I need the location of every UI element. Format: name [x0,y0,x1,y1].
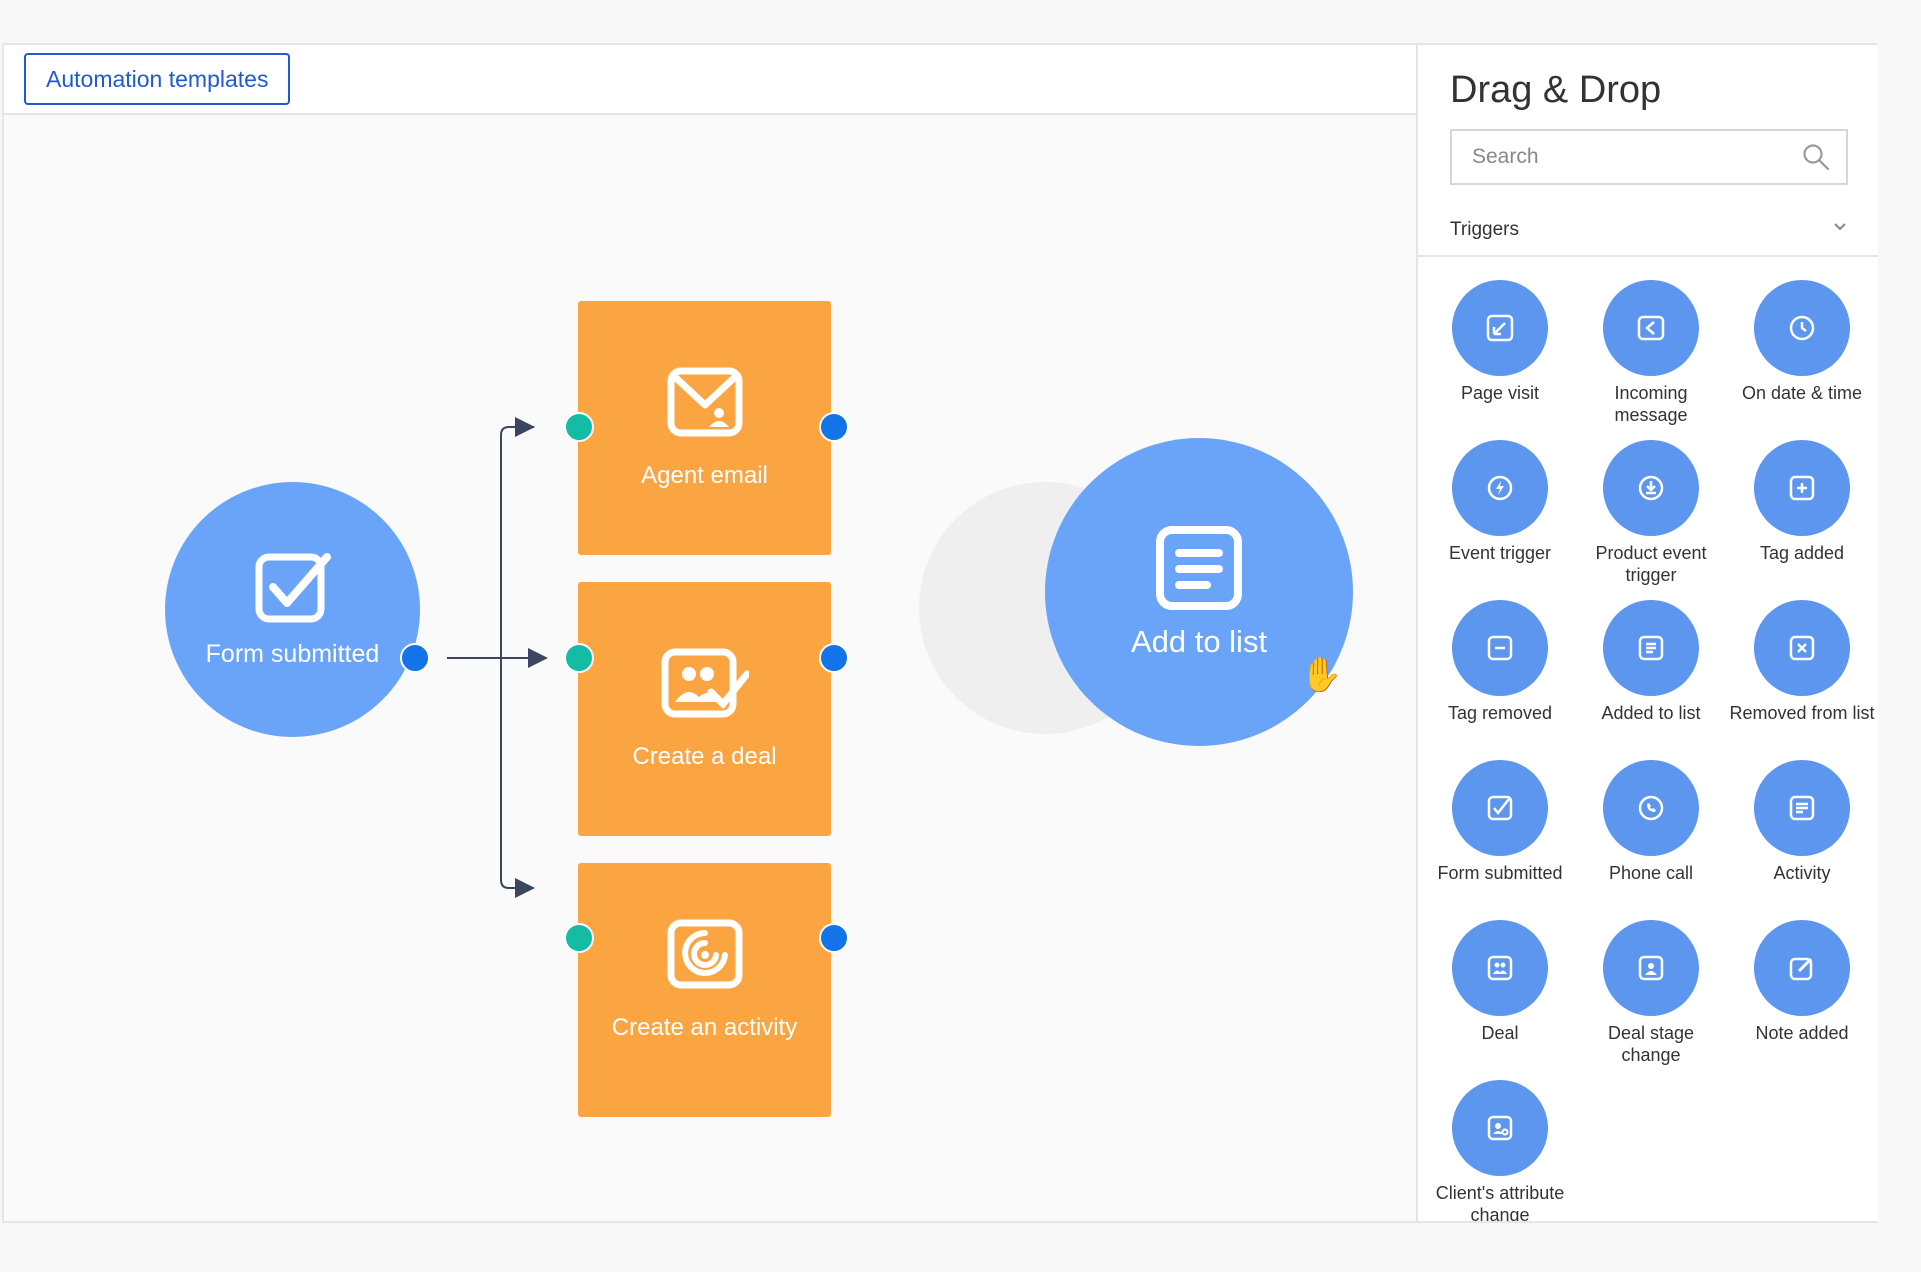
drag-drop-panel: Drag & Drop Triggers Page visit [1416,45,1878,1221]
action-node-create-activity[interactable]: Create an activity [578,863,831,1117]
start-node[interactable]: Form submitted [165,482,420,737]
section-label: Triggers [1450,219,1519,240]
trigger-event[interactable]: Event trigger [1425,440,1575,564]
trigger-incoming-message[interactable]: Incoming message [1576,280,1726,426]
dragging-node-add-to-list[interactable]: Add to list [1045,438,1353,746]
trigger-client-attribute-change[interactable]: Client's attribute change [1425,1080,1575,1221]
trigger-page-visit[interactable]: Page visit [1425,280,1575,404]
trigger-phone-call[interactable]: Phone call [1576,760,1726,884]
tile-label: Form submitted [1437,863,1563,883]
tile-label: Product event trigger [1595,543,1707,585]
connection-lines [447,417,548,898]
workflow-canvas[interactable]: Form submitted Agent email [4,115,1416,1221]
trigger-tag-added[interactable]: Tag added [1727,440,1877,564]
triggers-section-toggle[interactable]: Triggers [1418,205,1878,257]
trigger-form-submitted[interactable]: Form submitted [1425,760,1575,884]
activity-icon [1754,760,1850,856]
create-deal-output-port[interactable] [819,643,849,673]
start-node-label: Form submitted [205,639,380,668]
list-icon [1155,525,1243,616]
agent-email-output-port[interactable] [819,412,849,442]
trigger-added-to-list[interactable]: Added to list [1576,600,1726,724]
grab-cursor-icon: ✋ [1300,656,1343,694]
agent-email-input-port[interactable] [564,412,594,442]
tile-label: Tag removed [1447,703,1553,723]
panel-title: Drag & Drop [1450,69,1662,111]
tile-label: Removed from list [1729,703,1875,723]
tile-label: Phone call [1608,863,1694,883]
search-icon[interactable] [1802,143,1830,176]
deal-icon [1452,920,1548,1016]
action-node-agent-email[interactable]: Agent email [578,301,831,555]
checkbox-icon [253,551,333,632]
form-submitted-icon [1452,760,1548,856]
note-added-icon [1754,920,1850,1016]
trigger-removed-from-list[interactable]: Removed from list [1727,600,1877,724]
client-attribute-icon [1452,1080,1548,1176]
deal-stage-icon [1603,920,1699,1016]
create-activity-input-port[interactable] [564,923,594,953]
added-to-list-icon [1603,600,1699,696]
trigger-note-added[interactable]: Note added [1727,920,1877,1044]
deal-icon [661,648,750,725]
trigger-tag-removed[interactable]: Tag removed [1425,600,1575,724]
activity-icon [667,919,743,996]
incoming-message-icon [1603,280,1699,376]
phone-call-icon [1603,760,1699,856]
trigger-activity[interactable]: Activity [1727,760,1877,884]
trigger-deal-stage-change[interactable]: Deal stage change [1576,920,1726,1066]
tag-added-icon [1754,440,1850,536]
workflow-editor: Automation templates Form su [2,43,1878,1223]
search-field[interactable] [1450,129,1848,185]
tile-label: Event trigger [1448,543,1552,563]
dragging-node-label: Add to list [1130,623,1268,659]
create-deal-input-port[interactable] [564,643,594,673]
action-node-create-deal[interactable]: Create a deal [578,582,831,836]
product-event-icon [1603,440,1699,536]
action-label: Create an activity [611,1013,798,1041]
tile-label: Client's attribute change [1435,1183,1565,1221]
page-visit-icon [1452,280,1548,376]
tile-label: Tag added [1759,543,1845,563]
trigger-on-date-time[interactable]: On date & time [1727,280,1877,404]
event-trigger-icon [1452,440,1548,536]
start-node-output-port[interactable] [400,643,430,673]
agent-email-icon [667,367,743,444]
tile-label: Added to list [1601,703,1701,723]
action-label: Create a deal [632,742,777,770]
automation-templates-button[interactable]: Automation templates [24,53,291,105]
editor-toolbar: Automation templates [4,45,1416,115]
tile-label: Note added [1755,1023,1849,1043]
tile-label: Activity [1773,863,1831,883]
tile-label: Deal stage change [1607,1023,1695,1065]
trigger-product-event[interactable]: Product event trigger [1576,440,1726,586]
trigger-deal[interactable]: Deal [1425,920,1575,1044]
tile-label: Page visit [1460,383,1540,403]
tile-label: On date & time [1741,383,1863,403]
action-label: Agent email [641,461,768,489]
clock-icon [1754,280,1850,376]
removed-from-list-icon [1754,600,1850,696]
search-input[interactable] [1470,131,1794,183]
tile-label: Deal [1481,1023,1519,1043]
chevron-down-icon [1832,219,1848,240]
tag-removed-icon [1452,600,1548,696]
tile-label: Incoming message [1614,383,1688,425]
create-activity-output-port[interactable] [819,923,849,953]
